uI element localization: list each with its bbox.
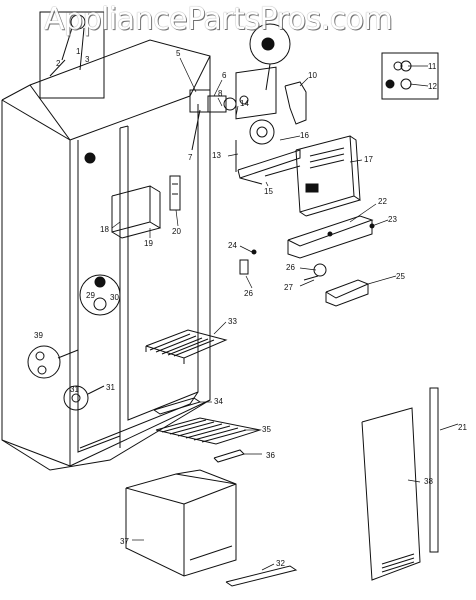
hardware-26-27 [239,223,375,281]
part-17-cover-panel [295,135,361,217]
callout-26-upper: 26 [286,263,295,272]
callout-35: 35 [262,425,271,434]
callout-33: 33 [228,317,237,326]
part-35-wire-shelf [155,417,262,445]
part-10-bracket [284,81,307,125]
callout-21: 21 [458,423,467,432]
callout-11: 11 [428,62,437,71]
callout-15: 15 [264,187,273,196]
callout-27: 27 [284,283,293,292]
callout-6: 6 [222,71,227,80]
leader-lines [111,57,459,571]
part-22-channel [287,215,374,259]
callout-39: 39 [34,331,43,340]
callout-30: 30 [110,293,119,302]
part-37-pan [125,469,237,577]
callout-20: 20 [172,227,181,236]
part-25-channel [325,279,370,307]
callout-7: 7 [188,153,193,162]
damper-control-assembly [189,66,301,185]
callout-17: 17 [364,155,373,164]
callout-2: 2 [56,59,61,68]
part-9-detail [249,23,291,91]
callout-36: 36 [266,451,275,460]
callout-14: 14 [240,99,249,108]
callout-9: 9 [266,41,271,50]
refrigerator-cabinet [1,39,211,471]
callout-23: 23 [388,215,397,224]
callout-16: 16 [300,131,309,140]
callout-31-right: 31 [106,383,115,392]
callout-18: 18 [100,225,109,234]
parts-29-30-detail [79,274,121,316]
callout-3: 3 [85,55,90,64]
ice-bucket-parts-18-20 [111,175,181,239]
callout-1: 1 [76,47,81,56]
part-36-rail [213,449,245,463]
light-socket-inset [39,11,105,99]
callout-38: 38 [424,477,433,486]
callout-37: 37 [120,537,129,546]
callout-13: 13 [212,151,221,160]
part-32-trim [225,565,298,587]
callout-5: 5 [176,49,181,58]
callout-19: 19 [144,239,153,248]
part-33-wire-shelf [145,329,228,364]
part-21-strip [429,387,439,553]
parts-11-12-inset [381,52,439,100]
callout-22: 22 [378,197,387,206]
callout-10: 10 [308,71,317,80]
callout-12: 12 [428,82,437,91]
callout-26-lower: 26 [244,289,253,298]
callout-34: 34 [214,397,223,406]
callout-31-inset: 31 [70,385,79,394]
callout-32: 32 [276,559,285,568]
callout-8: 8 [218,89,223,98]
part-38-liner-panel [361,407,421,581]
callout-25: 25 [396,272,405,281]
callout-24: 24 [228,241,237,250]
part-39-detail [27,345,79,379]
callout-labels: 1 2 3 5 6 7 8 9 10 11 12 13 14 15 16 17 … [34,41,467,568]
callout-29: 29 [86,291,95,300]
part-31-detail [63,385,105,411]
